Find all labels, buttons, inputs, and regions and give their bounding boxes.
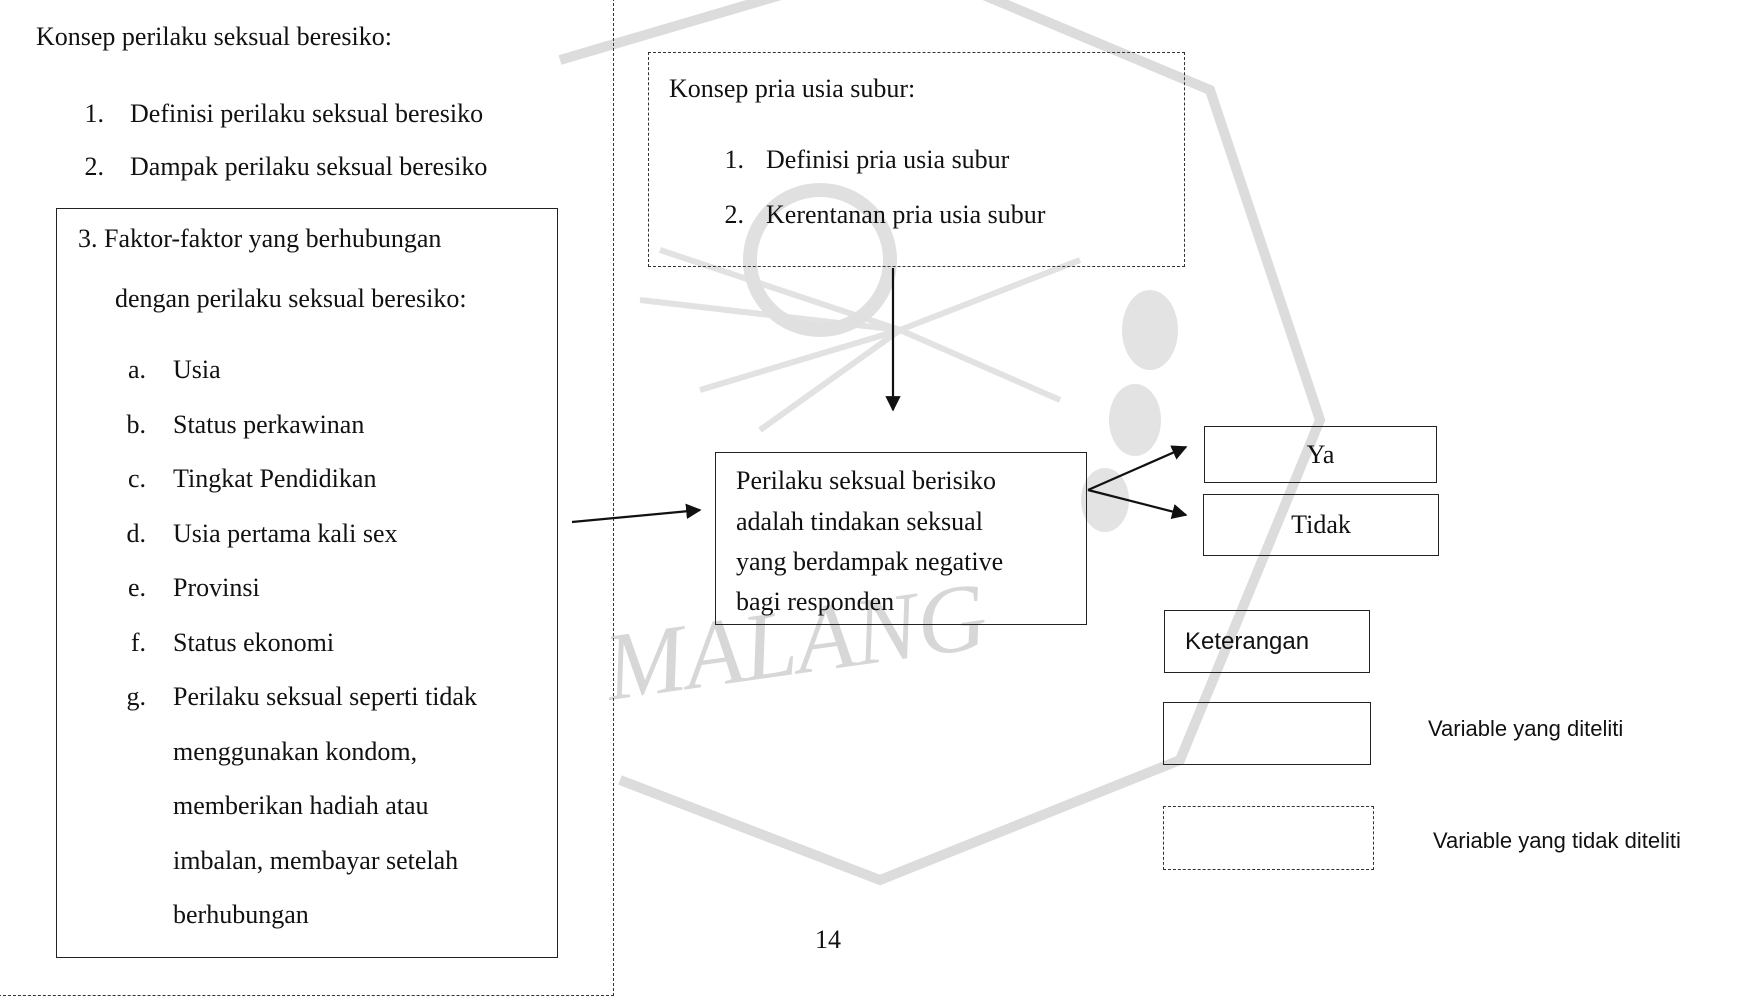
legend-not-studied-label: Variable yang tidak diteliti	[1433, 828, 1681, 853]
list-number: 1.	[84, 99, 105, 128]
left-item-2: Dampak perilaku seksual beresiko	[130, 152, 488, 181]
risky-behavior-line2: adalah tindakan seksual	[736, 507, 983, 536]
outcome-no-box: Tidak	[1203, 494, 1439, 556]
legend-dashed-swatch	[1163, 806, 1374, 870]
factor-item-g-line5: berhubungan	[173, 900, 309, 929]
factors-box	[56, 208, 558, 958]
list-letter: e.	[127, 573, 146, 602]
factor-item-g-line2: menggunakan kondom,	[173, 737, 418, 766]
male-fertile-age-box	[648, 52, 1185, 267]
list-letter: g.	[126, 682, 147, 711]
outcome-yes-box: Ya	[1204, 426, 1437, 483]
arrow-behavior-to-yes	[1087, 445, 1188, 492]
male-box-title: Konsep pria usia subur:	[669, 74, 916, 103]
arrow-factors-to-behavior	[571, 503, 702, 524]
legend-studied-label: Variable yang diteliti	[1428, 716, 1624, 741]
risky-behavior-box	[715, 452, 1087, 625]
male-item-2: Kerentanan pria usia subur	[766, 200, 1046, 229]
list-letter: f.	[130, 628, 146, 657]
outcome-no-label: Tidak	[1291, 510, 1351, 539]
risky-behavior-line3: yang berdampak negative	[736, 547, 1004, 576]
arrow-behavior-to-no	[1087, 488, 1188, 520]
factor-item-g-line4: imbalan, membayar setelah	[173, 846, 459, 875]
page-number: 14	[815, 925, 841, 954]
factor-item-c: Tingkat Pendidikan	[173, 464, 377, 493]
left-box-title: Konsep perilaku seksual beresiko:	[36, 22, 392, 51]
list-number: 1.	[724, 145, 745, 174]
legend-solid-swatch	[1163, 702, 1371, 765]
factors-heading-line2: dengan perilaku seksual beresiko:	[115, 284, 467, 313]
factor-item-g-line3: memberikan hadiah atau	[173, 791, 429, 820]
factor-item-b: Status perkawinan	[173, 410, 365, 439]
left-item-1: Definisi perilaku seksual beresiko	[130, 99, 484, 128]
factor-item-g-line1: Perilaku seksual seperti tidak	[173, 682, 477, 711]
factor-item-a: Usia	[173, 355, 221, 384]
legend-title: Keterangan	[1185, 627, 1310, 655]
list-letter: a.	[127, 355, 146, 384]
list-letter: c.	[127, 464, 146, 493]
factor-item-d: Usia pertama kali sex	[173, 519, 398, 548]
list-number: 2.	[84, 152, 105, 181]
legend-title-box: Keterangan	[1164, 610, 1370, 673]
factor-item-e: Provinsi	[173, 573, 260, 602]
list-letter: b.	[126, 410, 147, 439]
list-letter: d.	[126, 519, 147, 548]
risky-behavior-line4: bagi responden	[736, 587, 895, 616]
factors-heading-line1: 3. Faktor-faktor yang berhubungan	[78, 224, 442, 253]
outcome-yes-label: Ya	[1306, 439, 1335, 469]
factor-item-f: Status ekonomi	[173, 628, 335, 657]
list-number: 2.	[724, 200, 745, 229]
male-item-1: Definisi pria usia subur	[766, 145, 1010, 174]
risky-behavior-line1: Perilaku seksual berisiko	[736, 466, 996, 495]
